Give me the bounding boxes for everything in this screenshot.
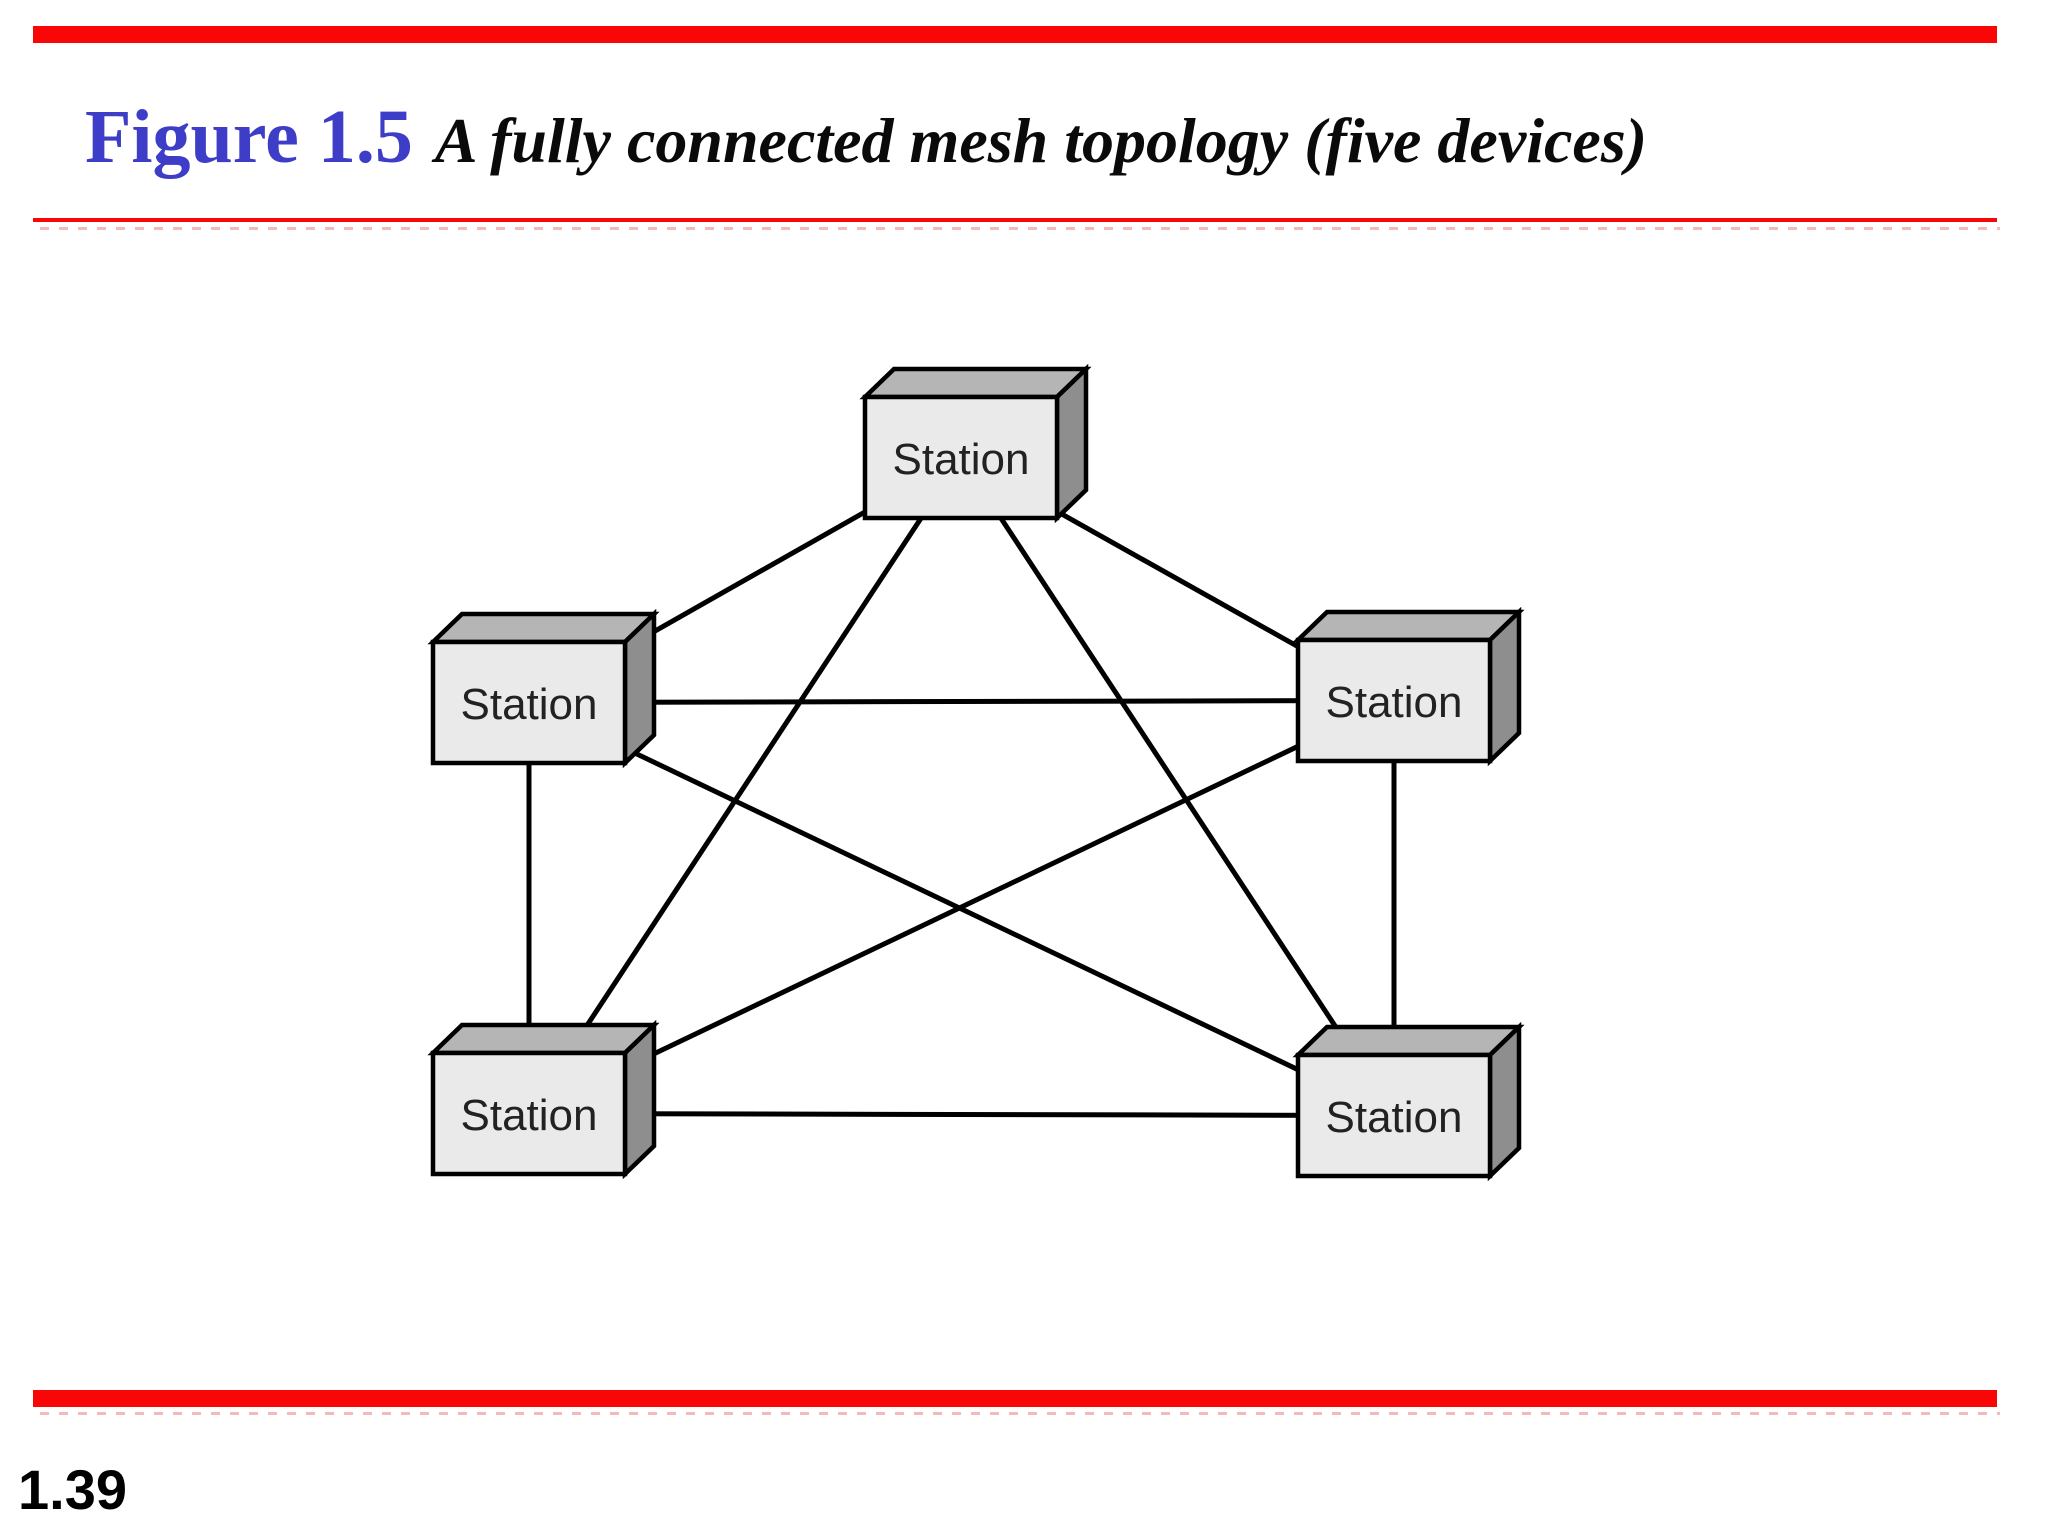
station-bottom-right: Station — [1292, 1021, 1525, 1182]
station-right: Station — [1292, 606, 1525, 767]
station-box-side-face — [1054, 363, 1089, 524]
station-box-top-face — [427, 611, 660, 645]
title-underline-shadow — [40, 227, 2000, 230]
station-box-front-face — [1295, 1052, 1493, 1179]
station-left: Station — [427, 608, 660, 769]
mesh-link — [527, 698, 1396, 1116]
station-box-top-face — [427, 1022, 660, 1056]
mesh-link — [526, 456, 964, 1115]
station-box-front-face — [1295, 637, 1493, 764]
station-box-front-face — [430, 1050, 628, 1177]
mesh-link — [958, 456, 1397, 1117]
station-label: Station — [893, 435, 1030, 484]
station-box-side-face — [1487, 606, 1522, 767]
station-box-front-face — [862, 394, 1060, 521]
station-top: Station — [859, 363, 1092, 524]
bottom-accent-bar-shadow — [40, 1412, 2000, 1415]
station-label: Station — [1326, 678, 1463, 727]
bottom-accent-bar — [33, 1390, 1997, 1407]
title-underline — [33, 218, 1997, 222]
page-number: 1.39 — [18, 1458, 127, 1521]
mesh-link — [528, 698, 1395, 705]
station-box-side-face — [622, 1019, 657, 1180]
station-label: Station — [1326, 1093, 1463, 1142]
station-label: Station — [461, 680, 598, 729]
figure-caption: A fully connected mesh topology (five de… — [434, 105, 1648, 176]
station-box-top-face — [1292, 1024, 1525, 1058]
station-box-top-face — [1292, 609, 1525, 643]
station-box-side-face — [622, 608, 657, 769]
figure-label: Figure 1.5 — [85, 95, 413, 179]
station-label: Station — [461, 1091, 598, 1140]
station-box-top-face — [859, 366, 1092, 400]
station-bottom-left: Station — [427, 1019, 660, 1180]
mesh-link — [528, 1111, 1395, 1118]
slide-title: Figure 1.5 A fully connected mesh topolo… — [85, 99, 1647, 175]
station-box-side-face — [1487, 1021, 1522, 1182]
station-box-front-face — [430, 639, 628, 766]
top-accent-bar — [33, 26, 1997, 43]
